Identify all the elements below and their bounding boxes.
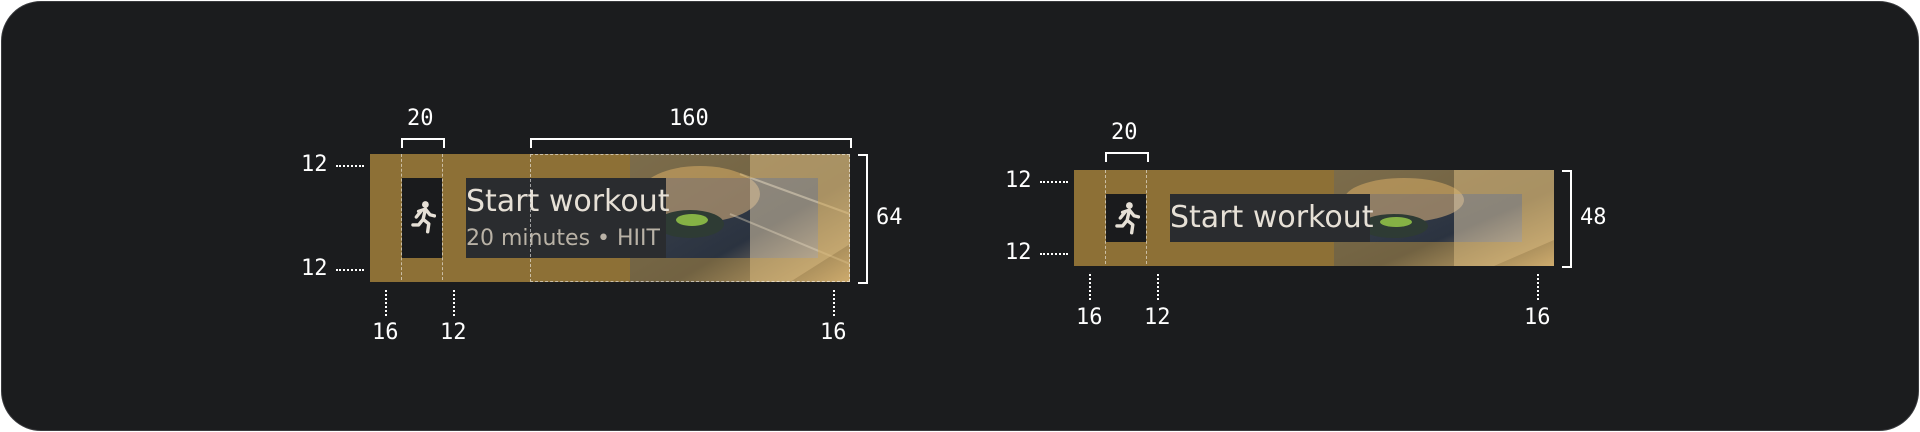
workout-photo-large bbox=[630, 154, 850, 282]
padding-bottom-leader bbox=[336, 269, 364, 271]
padding-overlay-left bbox=[370, 178, 402, 258]
card-title-large: Start workout bbox=[466, 184, 670, 219]
padding-left-leader-small bbox=[1089, 274, 1091, 300]
padding-right-leader bbox=[833, 290, 835, 316]
height-label: 64 bbox=[876, 205, 903, 230]
workout-photo-small bbox=[1334, 170, 1554, 266]
padding-right-label: 16 bbox=[820, 320, 847, 345]
gap-label-small: 12 bbox=[1144, 305, 1171, 330]
padding-overlay-gap-small bbox=[1146, 194, 1170, 242]
padding-overlay-top bbox=[370, 154, 850, 178]
padding-overlay-bottom bbox=[370, 258, 850, 282]
card-title-small: Start workout bbox=[1170, 200, 1374, 235]
icon-width-label-small: 20 bbox=[1111, 120, 1138, 145]
person-running-icon bbox=[1115, 202, 1140, 235]
gap-label: 12 bbox=[440, 320, 467, 345]
padding-left-label-small: 16 bbox=[1076, 305, 1103, 330]
padding-left-label: 16 bbox=[372, 320, 399, 345]
height-label-small: 48 bbox=[1580, 205, 1607, 230]
icon-region-outline-small bbox=[1105, 170, 1147, 264]
icon-width-bracket-small bbox=[1105, 152, 1149, 162]
height-bracket-small bbox=[1562, 170, 1572, 268]
padding-top-label: 12 bbox=[301, 152, 328, 177]
image-width-bracket bbox=[530, 138, 852, 148]
gap-leader bbox=[453, 290, 455, 316]
padding-bottom-label-small: 12 bbox=[1005, 240, 1032, 265]
icon-width-label: 20 bbox=[407, 106, 434, 131]
padding-right-leader-small bbox=[1537, 274, 1539, 300]
padding-overlay-gap bbox=[442, 178, 466, 258]
padding-overlay-right bbox=[818, 178, 850, 258]
padding-overlay-left-small bbox=[1074, 194, 1106, 242]
card-subtitle-large: 20 minutes • HIIT bbox=[466, 226, 660, 251]
large-workout-card: Start workout 20 minutes • HIIT bbox=[370, 154, 850, 282]
padding-top-leader bbox=[336, 165, 364, 167]
height-bracket bbox=[858, 154, 868, 284]
small-workout-card: Start workout bbox=[1074, 170, 1554, 266]
image-width-label: 160 bbox=[669, 106, 709, 131]
padding-right-label-small: 16 bbox=[1524, 305, 1551, 330]
text-area-small bbox=[1170, 194, 1370, 242]
padding-top-leader-small bbox=[1040, 181, 1068, 183]
icon-width-bracket bbox=[401, 138, 445, 148]
padding-overlay-bottom-small bbox=[1074, 242, 1554, 266]
text-area-large bbox=[466, 178, 666, 258]
padding-overlay-right-small bbox=[1522, 194, 1554, 242]
padding-overlay-top-small bbox=[1074, 170, 1554, 194]
person-running-icon bbox=[411, 201, 436, 234]
padding-top-label-small: 12 bbox=[1005, 168, 1032, 193]
image-region-outline bbox=[530, 154, 850, 282]
padding-left-leader bbox=[385, 290, 387, 316]
gap-leader-small bbox=[1157, 274, 1159, 300]
padding-bottom-leader-small bbox=[1040, 253, 1068, 255]
padding-bottom-label: 12 bbox=[301, 256, 328, 281]
icon-region-outline bbox=[401, 154, 443, 280]
